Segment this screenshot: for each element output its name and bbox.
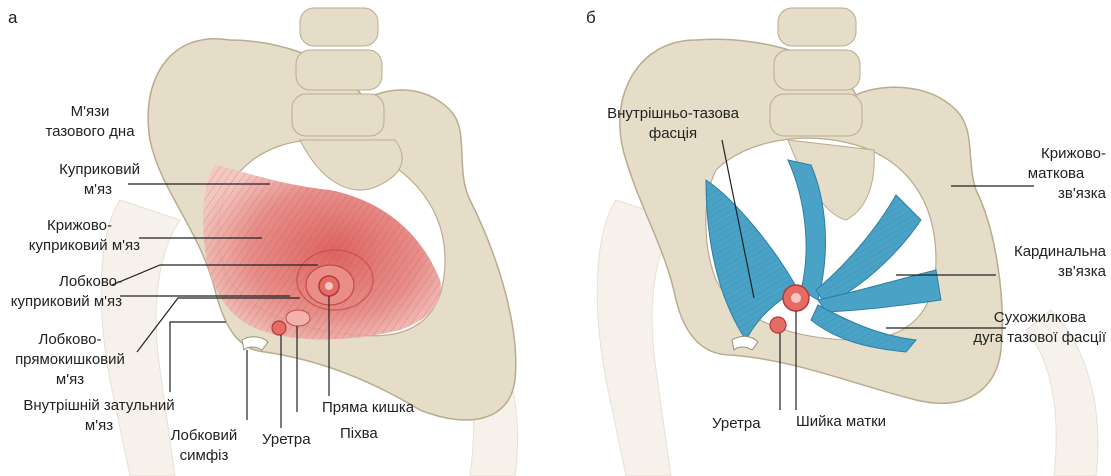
label-cervix: Шийка матки <box>796 412 886 432</box>
label-uterosacral-ligament: Крижово- маткова зв'язка <box>1006 144 1106 204</box>
label-vagina: Піхва <box>340 424 378 444</box>
vagina-a <box>286 310 310 326</box>
panel-a-letter: а <box>8 8 17 28</box>
urethra-a <box>272 321 286 335</box>
label-pelvic-floor-muscles: М'язи тазового дна <box>30 102 150 142</box>
label-cardinal-ligament: Кардинальна зв'язка <box>986 242 1106 282</box>
label-pubic-symphysis: Лобковий симфіз <box>158 426 250 466</box>
rectum-a <box>319 276 339 296</box>
cervix <box>783 285 809 311</box>
label-urethra-a: Уретра <box>262 430 311 450</box>
panel-b-letter: б <box>586 8 596 28</box>
label-puborectalis: Лобково- прямокишковий м'яз <box>0 330 140 390</box>
label-coccygeus: Куприковий м'яз <box>20 160 140 200</box>
label-endopelvic-fascia: Внутрішньо-тазова фасція <box>598 104 748 144</box>
urethra-b <box>770 317 786 333</box>
label-arcus-tendineus: Сухожилкова дуга тазової фасції <box>946 308 1106 348</box>
pelvis-fascia-illustration <box>556 0 1111 476</box>
label-rectum: Пряма кишка <box>322 398 414 418</box>
panel-a-pelvic-floor-muscles: а М'язи тазового дна Куприковий м'яз Кри… <box>0 0 555 476</box>
label-iliococcygeus: Крижово- куприковий м'яз <box>0 216 140 256</box>
label-pubococcygeus: Лобково- куприковий м'яз <box>0 272 122 312</box>
panel-b-pelvic-fascia-ligaments: б Внутрішньо-тазова фасція Крижово- матк… <box>556 0 1111 476</box>
label-urethra-b: Уретра <box>712 414 761 434</box>
